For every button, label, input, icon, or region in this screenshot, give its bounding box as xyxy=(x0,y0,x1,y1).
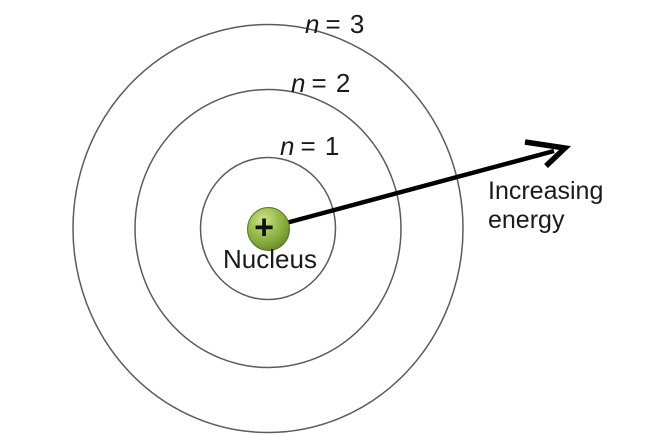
orbit-value: = 2 xyxy=(311,68,352,98)
energy-arrow xyxy=(285,139,571,226)
orbit-n1 xyxy=(199,156,337,301)
orbit-label-n2: n= 2 xyxy=(291,68,352,98)
orbit-label-n1: n= 1 xyxy=(280,131,341,161)
plus-charge-icon: + xyxy=(254,209,274,247)
nucleus-label: Nucleus xyxy=(223,244,317,274)
increasing-energy-line2: energy xyxy=(488,206,565,234)
increasing-energy-label: Increasing energy xyxy=(488,177,603,235)
orbit-value: = 1 xyxy=(300,131,341,161)
orbit-symbol-n: n xyxy=(305,9,321,39)
orbit-symbol-n: n xyxy=(291,68,307,98)
orbit-value: = 3 xyxy=(325,9,366,39)
nucleus-sphere xyxy=(247,207,290,251)
orbit-n3 xyxy=(72,23,464,434)
energy-arrow-shaft xyxy=(285,148,555,226)
orbit-symbol-n: n xyxy=(280,131,296,161)
energy-arrow-head-icon xyxy=(524,139,571,168)
orbit-label-n3: n= 3 xyxy=(305,9,366,39)
increasing-energy-line1: Increasing xyxy=(488,177,604,205)
orbit-n2 xyxy=(134,88,402,369)
